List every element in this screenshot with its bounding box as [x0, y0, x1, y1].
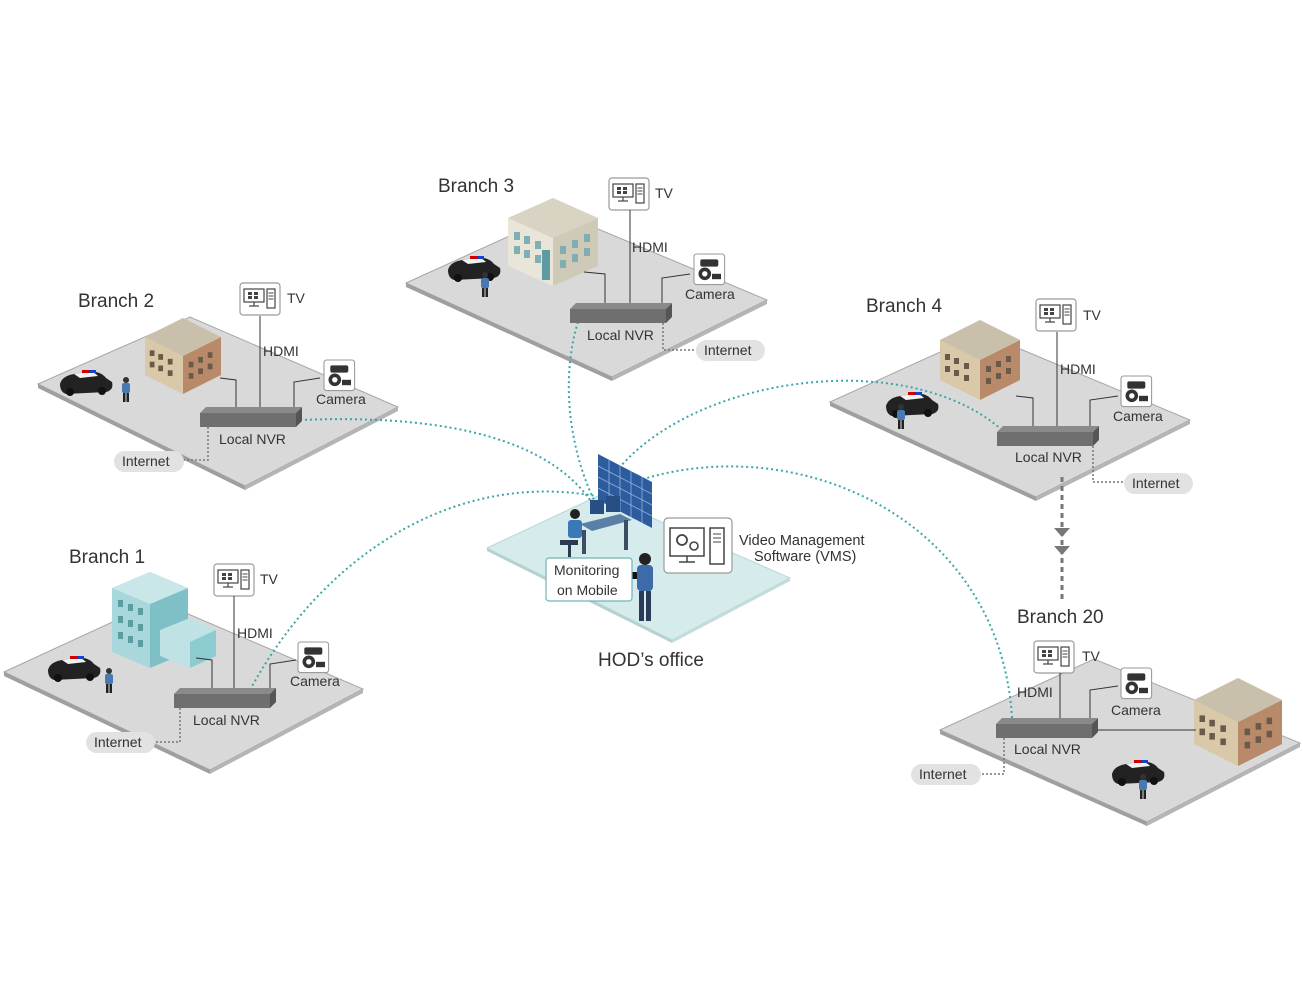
vms-line-2: Software (VMS)	[754, 549, 856, 565]
hod-office-title: HOD’s office	[598, 650, 704, 671]
internet-pill	[911, 764, 981, 785]
hdmi-label: HDMI	[632, 239, 668, 255]
platform-branch-4	[828, 332, 1192, 501]
camera-icon	[1120, 375, 1153, 408]
nvr-label: Local NVR	[1015, 449, 1082, 465]
gear-icon	[676, 534, 688, 546]
mobile-line-1: Monitoring	[554, 562, 619, 578]
hod-office: Monitoring on Mobile Video Management So…	[545, 454, 865, 671]
branch-2: Branch 2 TV HDMI Camera Local NVR Intern…	[60, 282, 366, 472]
link-branch-3	[567, 321, 595, 501]
mobile-line-2: on Mobile	[557, 582, 618, 598]
branch-3: Branch 3 TV HDMI Camera Local NVR Intern…	[438, 176, 765, 361]
internet-label: Internet	[1132, 475, 1180, 491]
branch-title: Branch 2	[78, 291, 154, 312]
hdmi-label: HDMI	[1017, 684, 1053, 700]
camera-icon	[1120, 667, 1153, 700]
branch-title: Branch 20	[1017, 607, 1104, 628]
vms-line-1: Video Management	[739, 533, 865, 549]
camera-icon	[323, 359, 356, 392]
hdmi-label: HDMI	[237, 625, 273, 641]
building-icon	[112, 572, 216, 668]
network-links	[249, 321, 1013, 719]
internet-pill	[86, 732, 155, 753]
branch-1: Branch 1 TV HDMI Camera Local NVR Intern…	[48, 547, 340, 753]
camera-icon	[693, 253, 726, 286]
operator-desk-icon	[560, 496, 632, 557]
internet-pill	[696, 340, 765, 361]
nvr-device-icon	[174, 688, 276, 708]
camera-label: Camera	[316, 391, 366, 407]
internet-label: Internet	[94, 734, 142, 750]
hdmi-label: HDMI	[1060, 361, 1096, 377]
internet-label: Internet	[704, 342, 752, 358]
platform-branch-2	[36, 316, 400, 490]
internet-pill	[114, 451, 184, 472]
internet-label: Internet	[122, 453, 170, 469]
nvr-label: Local NVR	[219, 431, 286, 447]
camera-icon	[297, 641, 330, 674]
tv-label: TV	[655, 185, 674, 201]
camera-label: Camera	[1111, 702, 1161, 718]
nvr-device-icon	[997, 426, 1099, 446]
vms-icon	[663, 517, 733, 574]
camera-label: Camera	[1113, 408, 1163, 424]
nvr-device-icon	[200, 407, 302, 427]
link-branch-4	[599, 379, 1003, 497]
nvr-device-icon	[996, 718, 1098, 738]
link-branch-1	[249, 490, 597, 691]
branch-20: Branch 20 TV HDMI Camera Local NVR Inter…	[911, 607, 1282, 799]
tv-label: TV	[287, 290, 306, 306]
tv-label: TV	[1083, 307, 1102, 323]
tv-icon	[608, 177, 650, 211]
nvr-label: Local NVR	[1014, 741, 1081, 757]
nvr-device-icon	[570, 303, 672, 323]
branch-4-to-branch-20-connector	[1054, 477, 1070, 600]
mobile-monitoring-callout: Monitoring on Mobile	[545, 557, 633, 602]
platform-branch-20	[938, 658, 1302, 826]
nvr-label: Local NVR	[587, 327, 654, 343]
tv-icon	[1033, 640, 1075, 674]
branch-4: Branch 4 TV HDMI Camera Local NVR Intern…	[866, 296, 1193, 494]
internet-label: Internet	[919, 766, 967, 782]
hdmi-label: HDMI	[263, 343, 299, 359]
officer-with-phone-icon	[632, 553, 653, 621]
camera-label: Camera	[685, 286, 735, 302]
video-wall-icon	[597, 454, 653, 528]
camera-label: Camera	[290, 673, 340, 689]
internet-pill	[1124, 473, 1193, 494]
tv-label: TV	[260, 571, 279, 587]
tv-label: TV	[1082, 648, 1101, 664]
tv-icon	[213, 563, 255, 597]
tv-icon	[1035, 298, 1077, 332]
nvr-label: Local NVR	[193, 712, 260, 728]
branch-title: Branch 3	[438, 176, 514, 197]
branch-title: Branch 4	[866, 296, 942, 317]
tv-icon	[239, 282, 281, 316]
branch-title: Branch 1	[69, 547, 145, 568]
building-icon	[508, 198, 598, 286]
